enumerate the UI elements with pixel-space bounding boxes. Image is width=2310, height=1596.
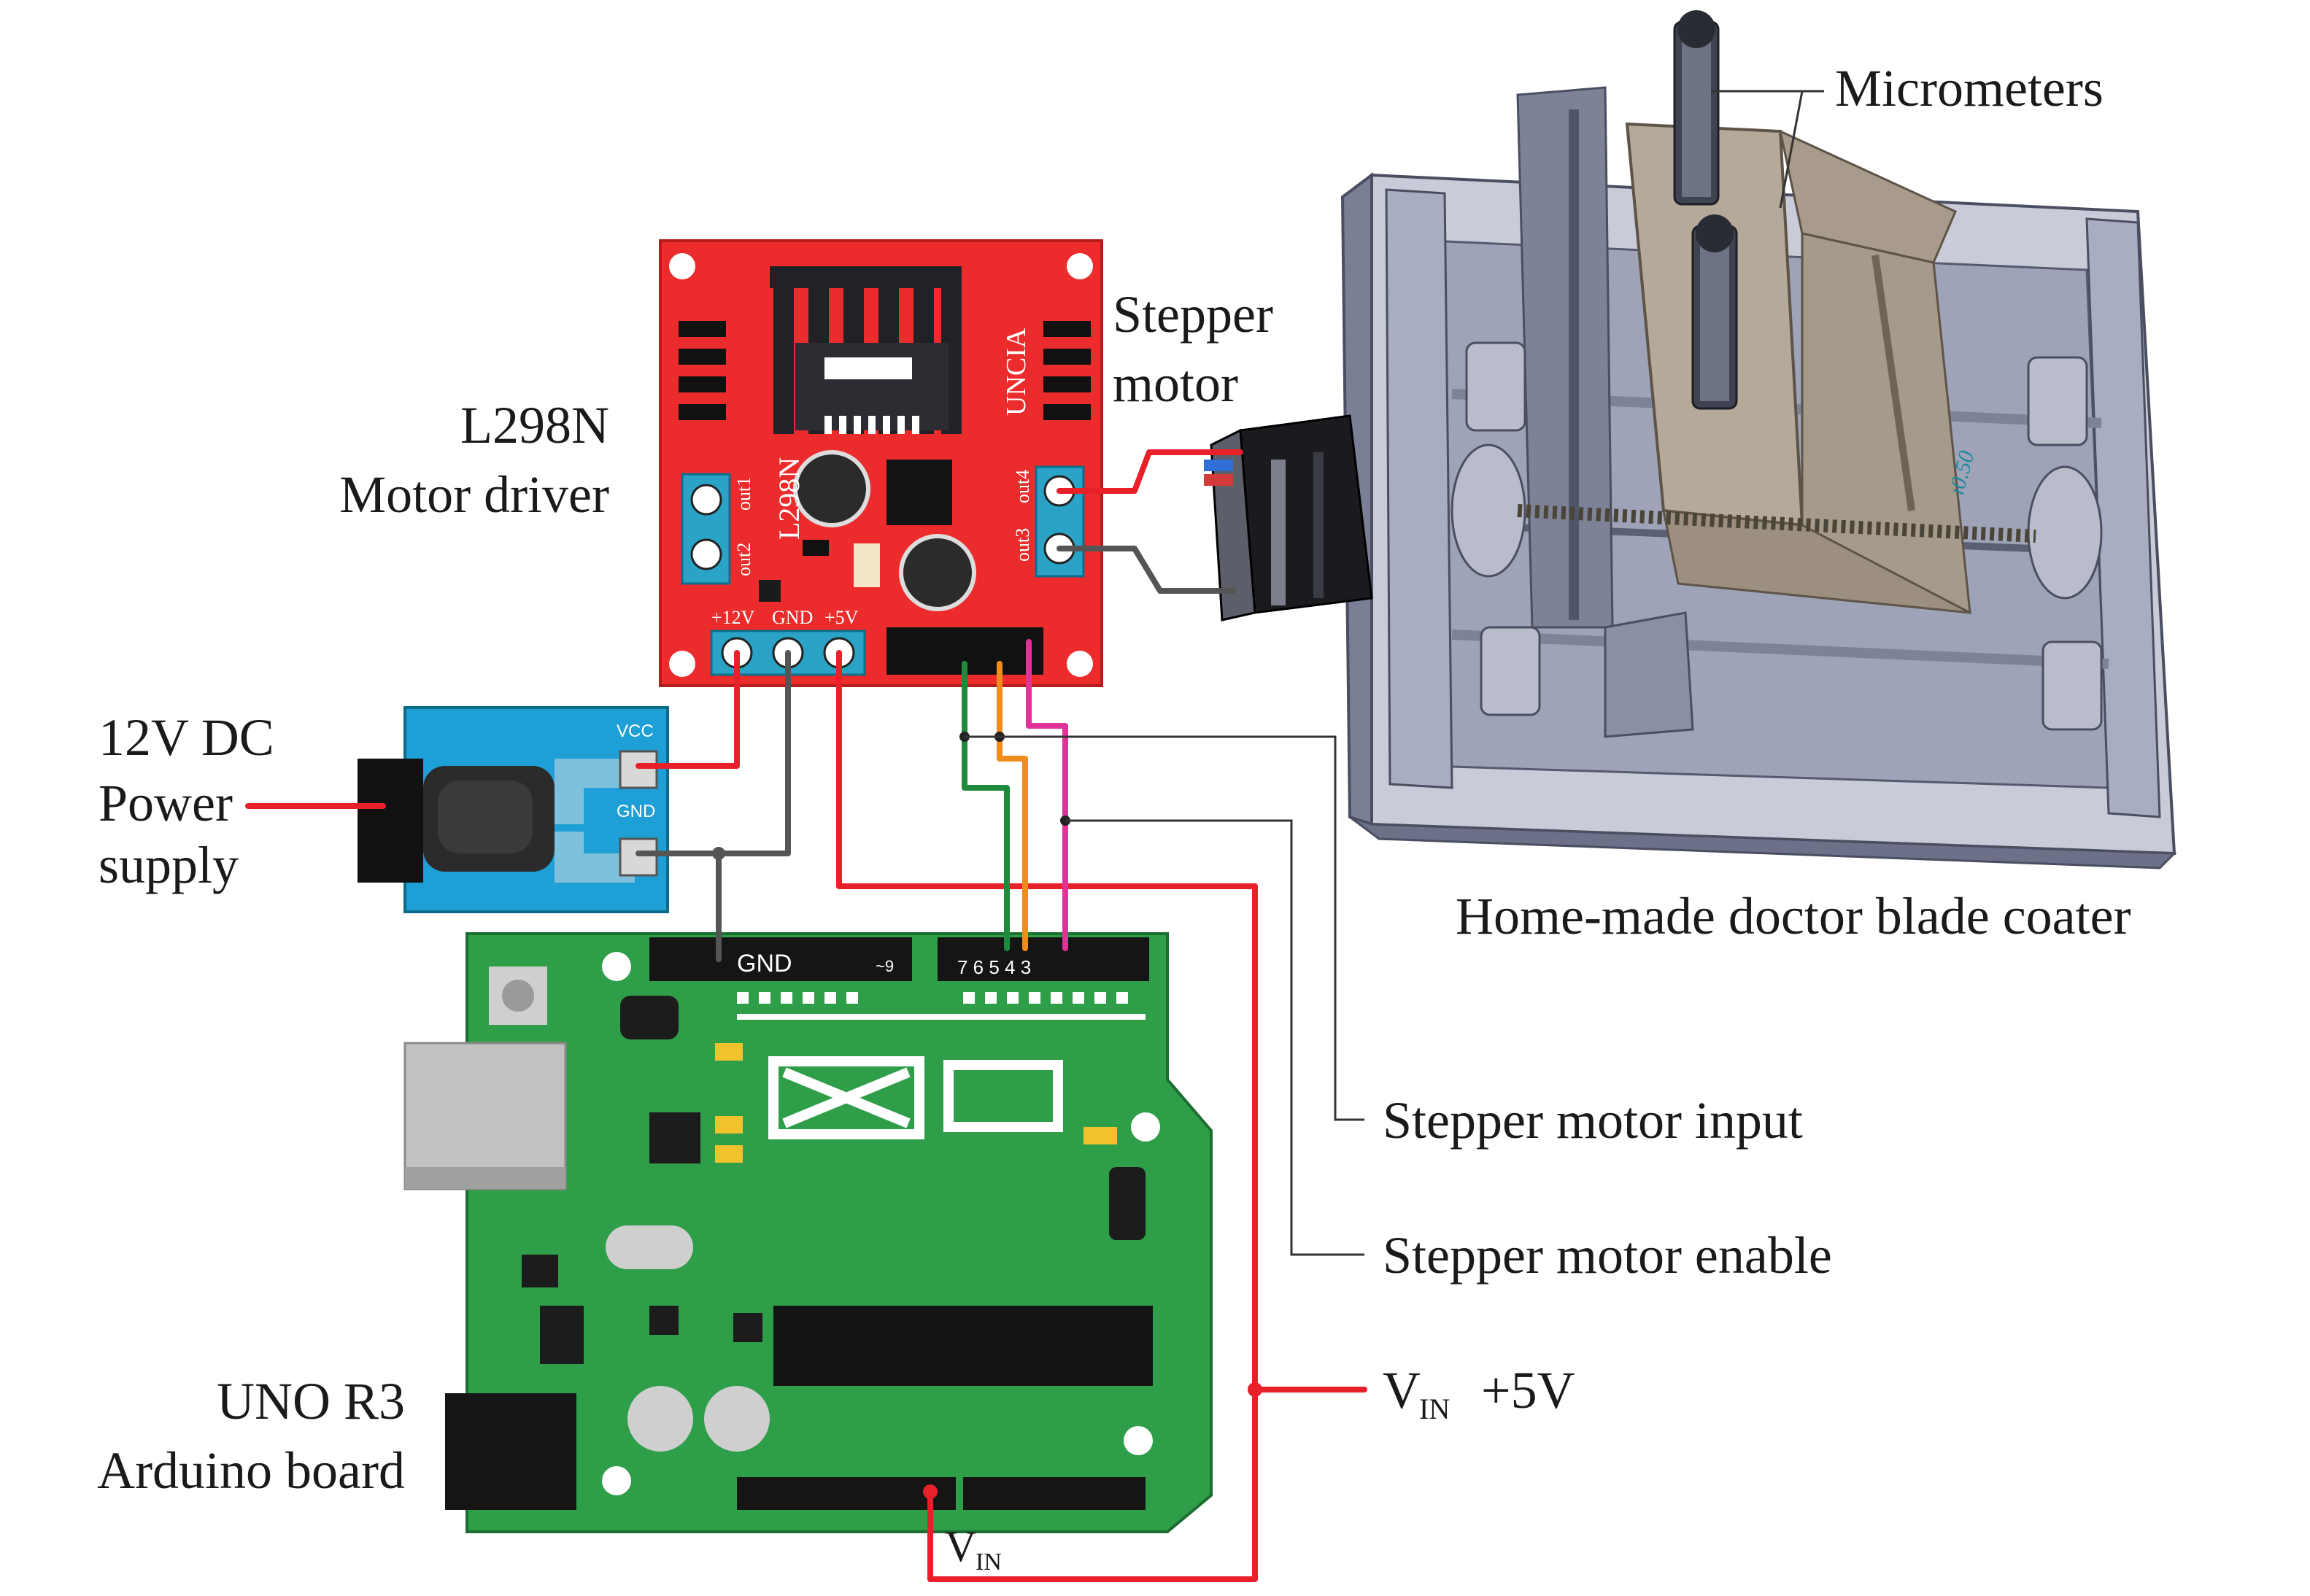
arduino-logo-icon [768,1056,1063,1139]
driver-brand-label: UNCIA [1001,328,1032,416]
arduino-pin9-label: ~9 [876,957,894,975]
micrometer-bottom [1691,214,1738,410]
wire-gnd-power [636,650,791,856]
label-stepper-input: Stepper motor input [1383,1091,1803,1150]
label-vin-bottom-main: V [945,1522,976,1570]
label-vin-bottom-sub: IN [976,1549,1002,1576]
power-supply-module: VCC GND [358,706,669,913]
wire-input-green [962,661,1010,951]
driver-gnd-label: GND [772,607,813,628]
driver-chip-label: L298N [773,457,806,540]
label-coater: Home-made doctor blade coater [1456,887,2131,945]
label-stepper-motor-line2: motor [1113,355,1238,413]
label-stepper-enable: Stepper motor enable [1383,1226,1832,1285]
micrometer-top [1673,10,1720,206]
driver-12v-label: +12V [711,607,755,628]
label-power-line3: supply [98,836,239,894]
l298n-motor-driver-board: L298N UNCIA out1 out2 out4 out3 +12V GND… [659,239,1103,687]
power-gnd-label: GND [617,802,655,821]
label-vin-plus5: +5V [1481,1361,1575,1419]
wire-out4 [1057,449,1243,494]
doctor-blade-coater-drawing: ı0.50 [1340,10,2177,869]
wire-out3 [1057,546,1236,594]
label-power-line2: Power [98,774,233,832]
label-micrometers: Micrometers [1835,59,2104,117]
label-stepper-motor-line1: Stepper [1113,285,1273,344]
driver-5v-label: +5V [824,607,859,628]
driver-out3-label: out3 [1012,528,1033,562]
arduino-uno-board: GND ~9 7 6 5 4 3 [403,932,1213,1533]
stepper-motor-drawing [1204,414,1373,621]
driver-out2-label: out2 [733,543,754,576]
label-power-line1: 12V DC [98,708,274,767]
driver-out4-label: out4 [1012,470,1033,503]
power-vcc-label: VCC [617,721,654,741]
leader-stepper-input [965,735,1364,1121]
label-arduino-line1: UNO R3 [217,1372,405,1430]
driver-out1-label: out1 [733,477,754,511]
label-driver-line2: Motor driver [339,465,609,524]
leader-stepper-enable [1065,819,1364,1256]
label-driver-line1: L298N [460,396,609,454]
label-vin-sub: IN [1419,1392,1450,1425]
wire-12v [636,650,740,769]
wire-input-orange [997,661,1028,951]
label-vin-main: V [1383,1361,1421,1419]
arduino-digital-pins-label: 7 6 5 4 3 [957,956,1031,978]
wire-vin-5v [836,650,1258,1582]
wire-enable-magenta [1026,639,1068,951]
arduino-gnd-header-label: GND [737,950,792,977]
wires [245,90,1824,1582]
label-arduino-line2: Arduino board [97,1441,405,1500]
